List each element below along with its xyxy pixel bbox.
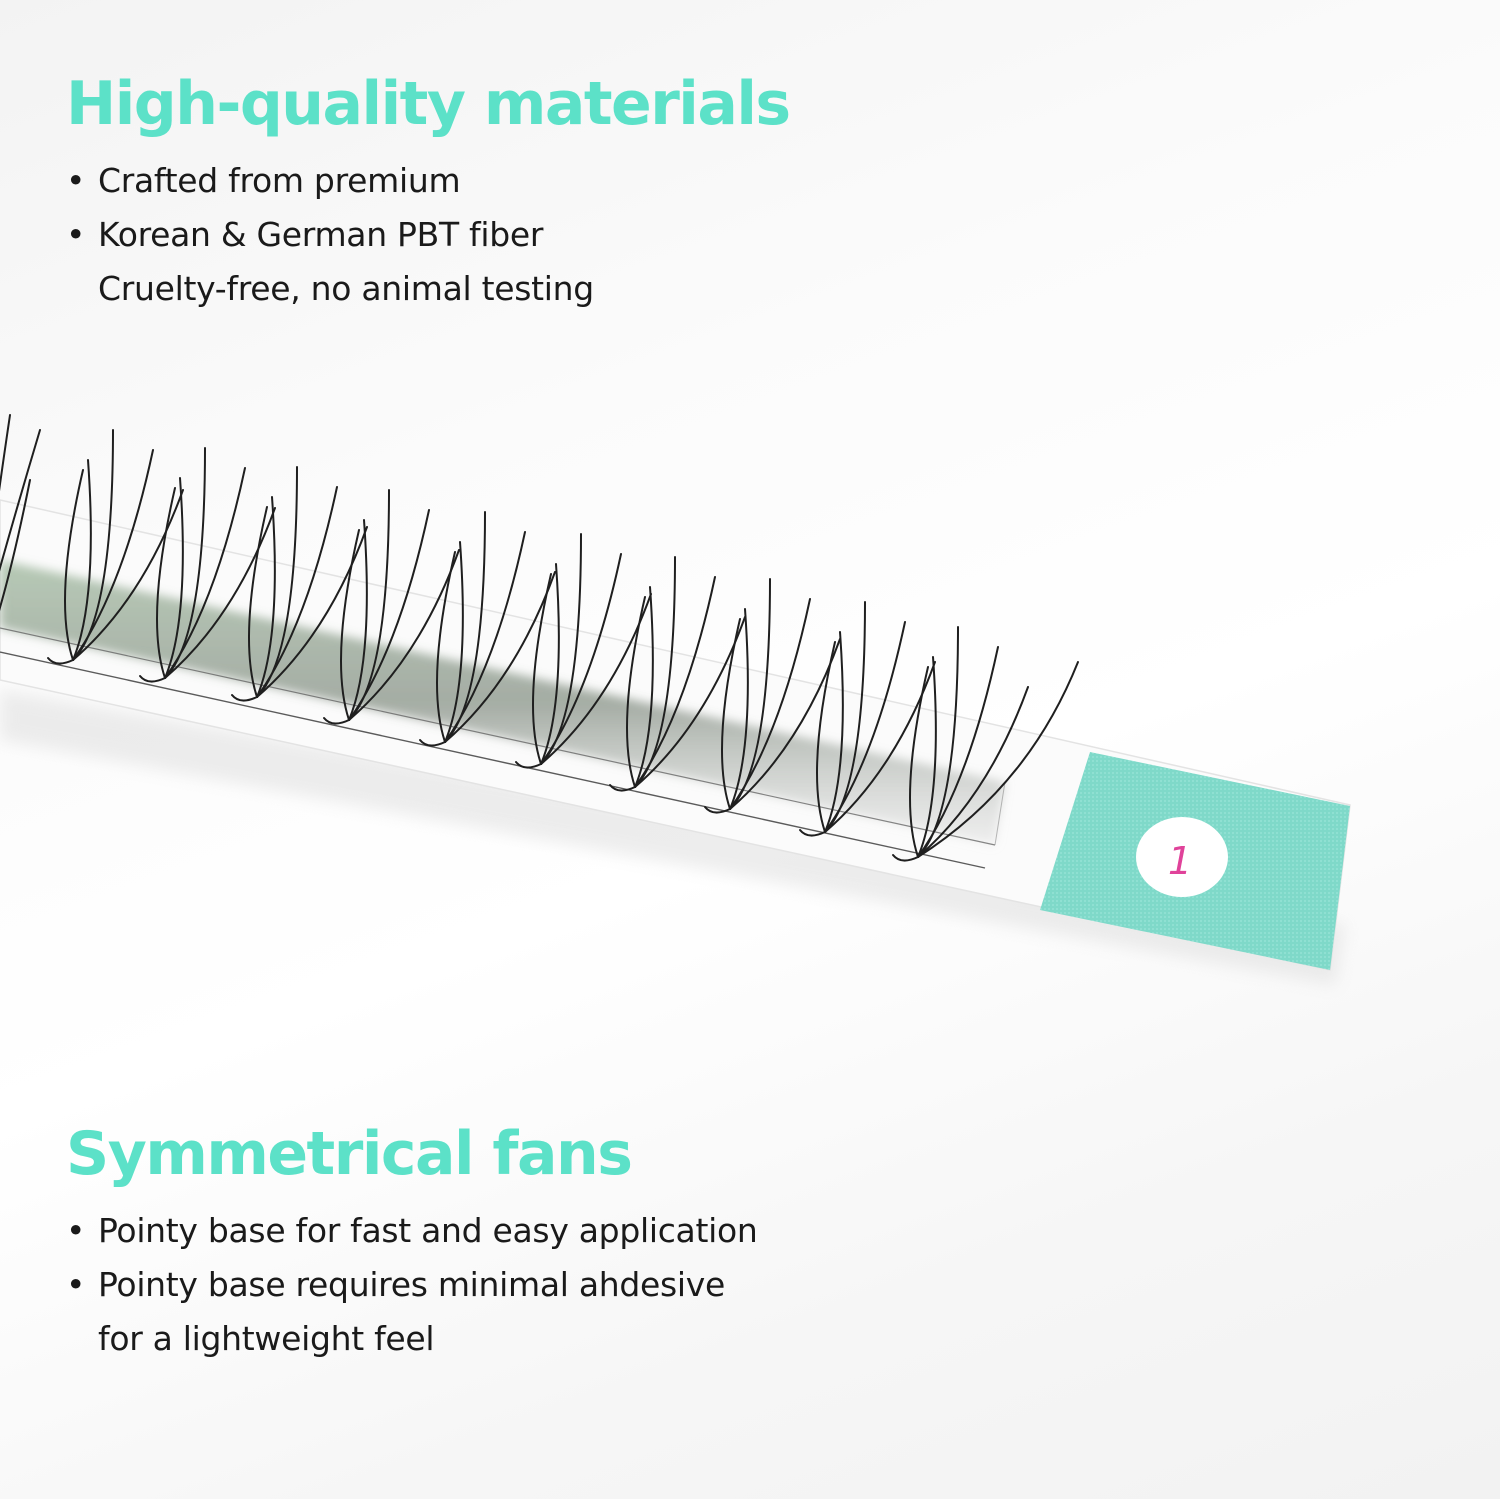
section-heading: Symmetrical fans: [66, 1119, 633, 1189]
feature-list: • Crafted from premium • Korean & German…: [66, 154, 790, 316]
lash-fan: [0, 414, 41, 612]
lash-fan: [323, 489, 460, 725]
bullet-icon: •: [66, 215, 86, 254]
bullet-icon: •: [66, 1211, 86, 1250]
list-item-text: for a lightweight feel: [98, 1319, 435, 1358]
lash-fan: [47, 429, 184, 665]
list-item-text: Pointy base requires minimal ahdesive: [98, 1265, 726, 1304]
list-item: • Pointy base requires minimal ahdesive: [66, 1258, 757, 1312]
feature-section-fans: Symmetrical fans • Pointy base for fast …: [66, 1114, 758, 1366]
list-item: • Korean & German PBT fiber: [66, 208, 790, 262]
lash-fan: [892, 626, 1079, 862]
label-circle: [1136, 817, 1228, 897]
bullet-icon: •: [66, 161, 86, 200]
feature-section-materials: High-quality materials • Crafted from pr…: [66, 64, 791, 316]
lash-fan: [139, 447, 276, 683]
lash-fan: [799, 601, 936, 837]
glue-band: [0, 560, 1005, 845]
lash-fan: [704, 578, 841, 814]
strip-shadow: [0, 690, 1345, 985]
feature-list: • Pointy base for fast and easy applicat…: [66, 1204, 758, 1366]
list-item-text: Pointy base for fast and easy applicatio…: [98, 1211, 758, 1250]
list-item-text: Crafted from premium: [98, 161, 461, 200]
bullet-icon: •: [66, 1265, 86, 1304]
label-number: 1: [1168, 839, 1192, 883]
list-item: • Crafted from premium: [66, 154, 790, 208]
list-item: Cruelty-free, no animal testing: [66, 262, 790, 316]
lash-fan: [231, 466, 368, 702]
lash-fans: [0, 414, 1079, 862]
list-item: for a lightweight feel: [66, 1312, 757, 1366]
list-item-text: Korean & German PBT fiber: [98, 215, 544, 254]
list-item-text: Cruelty-free, no animal testing: [98, 269, 594, 308]
list-item: • Pointy base for fast and easy applicat…: [66, 1204, 758, 1258]
section-heading: High-quality materials: [66, 69, 791, 139]
